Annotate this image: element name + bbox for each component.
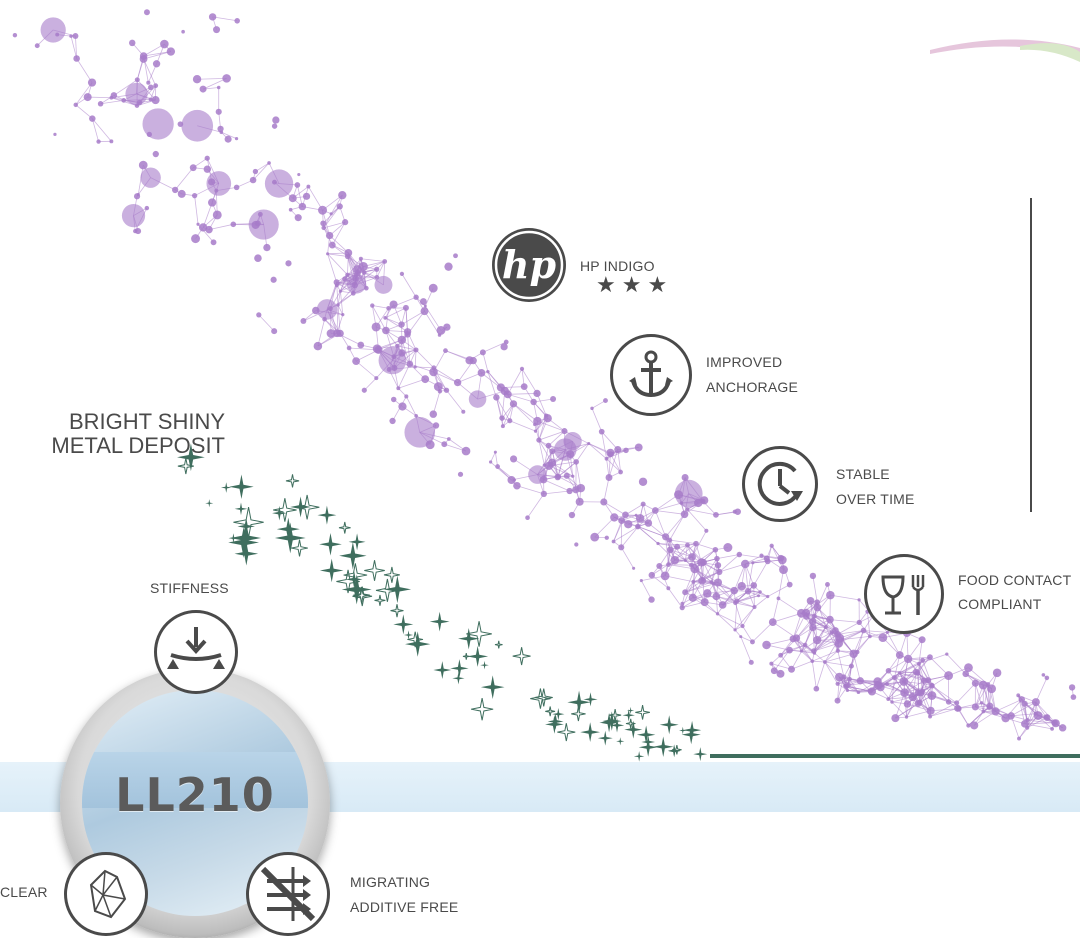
food-label-line2: COMPLIANT (958, 592, 1041, 616)
metal-deposit-label-line2: METAL DEPOSIT (51, 434, 225, 458)
anchorage-label-line1: IMPROVED (706, 350, 782, 374)
stable-label-line1: STABLE (836, 462, 890, 486)
hp-logo-text: hp (502, 242, 557, 287)
glass-fork-icon (864, 554, 944, 634)
anchor-icon (610, 334, 692, 416)
hp-logo-icon: hp (488, 224, 570, 306)
clear-label: CLEAR (0, 880, 48, 904)
beam-load-icon (154, 610, 238, 694)
anchorage-label-line2: ANCHORAGE (706, 375, 798, 399)
product-code: LL210 (82, 768, 308, 822)
migrating-label-line2: ADDITIVE FREE (350, 895, 458, 919)
no-migration-icon (246, 852, 330, 936)
metal-deposit-label-line1: BRIGHT SHINY (69, 410, 225, 434)
food-label-line1: FOOD CONTACT (958, 568, 1071, 592)
migrating-label-line1: MIGRATING (350, 870, 430, 894)
stable-label-line2: OVER TIME (836, 487, 915, 511)
stiffness-label: STIFFNESS (150, 576, 229, 600)
rating-stars: ★★★ (596, 275, 673, 297)
clock-icon (742, 446, 818, 522)
crystal-icon (64, 852, 148, 936)
